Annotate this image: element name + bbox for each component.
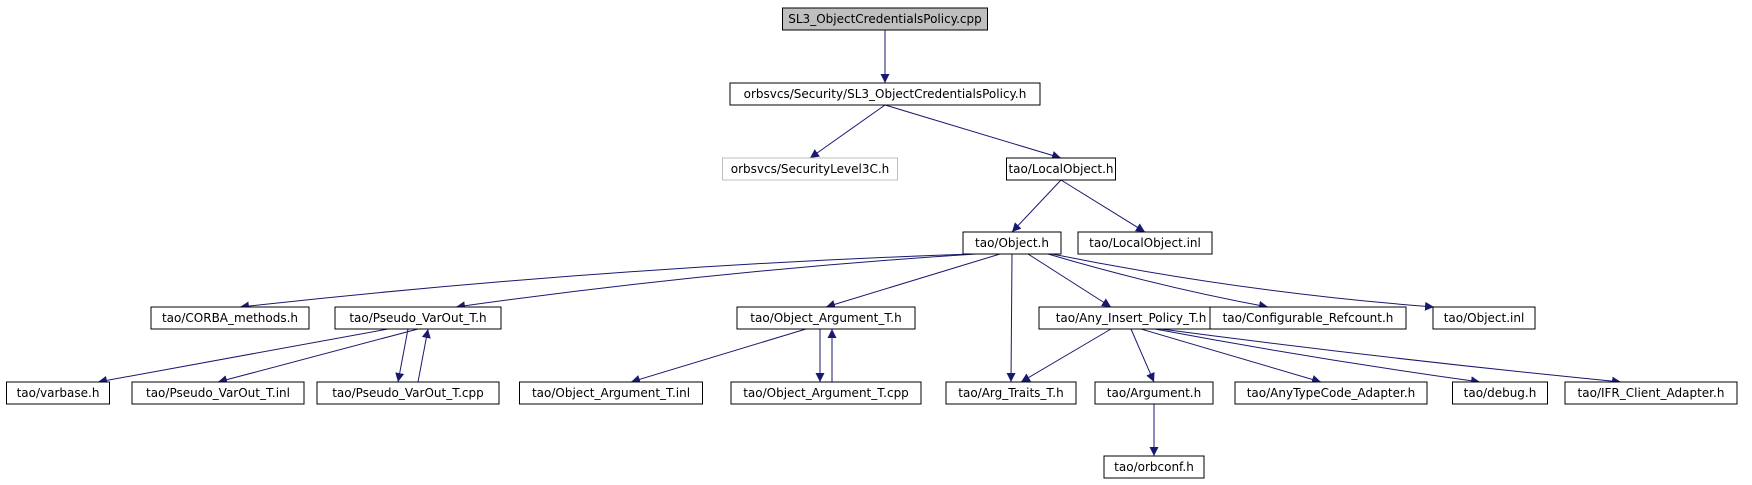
node-box xyxy=(1564,381,1738,405)
node-n20[interactable]: tao/debug.h xyxy=(1452,381,1548,405)
node-box xyxy=(736,306,916,330)
node-box xyxy=(1432,306,1536,330)
edge-n3-n4 xyxy=(1011,179,1062,233)
node-n18[interactable]: tao/Argument.h xyxy=(1094,381,1214,405)
nodes: SL3_ObjectCredentialsPolicy.cpp orbsvcs/S… xyxy=(6,7,1738,479)
node-n2[interactable]: orbsvcs/SecurityLevel3C.h xyxy=(722,157,898,181)
edge-n4-n6 xyxy=(239,253,973,311)
node-label: SL3_ObjectCredentialsPolicy.cpp xyxy=(788,12,982,26)
edge-n4-n8 xyxy=(825,253,1001,309)
node-box xyxy=(1209,306,1407,330)
node-box xyxy=(1452,381,1548,405)
node-box xyxy=(150,306,310,330)
node-n1[interactable]: orbsvcs/Security/SL3_ObjectCredentialsPo… xyxy=(729,82,1041,106)
node-box xyxy=(6,381,110,405)
node-label: tao/Pseudo_VarOut_T.h xyxy=(349,311,486,325)
node-box xyxy=(945,381,1077,405)
node-n0[interactable]: SL3_ObjectCredentialsPolicy.cpp xyxy=(782,7,988,31)
node-n21[interactable]: tao/IFR_Client_Adapter.h xyxy=(1564,381,1738,405)
node-box xyxy=(316,381,500,405)
edge-n4-n11 xyxy=(1051,253,1435,311)
node-n3[interactable]: tao/LocalObject.h xyxy=(1006,157,1116,181)
node-n4[interactable]: tao/Object.h xyxy=(962,231,1062,255)
node-label: tao/Any_Insert_Policy_T.h xyxy=(1056,311,1207,325)
node-box xyxy=(1234,381,1428,405)
node-label: tao/AnyTypeCode_Adapter.h xyxy=(1247,386,1416,400)
node-label: orbsvcs/SecurityLevel3C.h xyxy=(731,162,890,176)
node-label: tao/Configurable_Refcount.h xyxy=(1223,311,1394,325)
edge-n4-n7 xyxy=(455,253,977,311)
node-n17[interactable]: tao/Arg_Traits_T.h xyxy=(945,381,1077,405)
node-label: tao/Argument.h xyxy=(1107,386,1201,400)
node-n6[interactable]: tao/CORBA_methods.h xyxy=(150,306,310,330)
node-n9[interactable]: tao/Any_Insert_Policy_T.h xyxy=(1038,306,1224,330)
node-label: orbsvcs/Security/SL3_ObjectCredentialsPo… xyxy=(744,87,1027,101)
edge-n4-n17 xyxy=(1006,253,1016,383)
node-box xyxy=(519,381,703,405)
node-label: tao/orbconf.h xyxy=(1114,460,1194,474)
node-box xyxy=(782,7,988,31)
edge-n8-n15 xyxy=(630,328,807,384)
node-label: tao/Object.h xyxy=(975,236,1049,250)
edge-n1-n3 xyxy=(884,104,1062,160)
node-label: tao/LocalObject.h xyxy=(1008,162,1113,176)
node-label: tao/Object.inl xyxy=(1444,311,1525,325)
edge-n9-n17 xyxy=(1020,328,1112,383)
node-n5[interactable]: tao/LocalObject.inl xyxy=(1077,231,1213,255)
node-n10[interactable]: tao/Configurable_Refcount.h xyxy=(1209,306,1407,330)
node-box xyxy=(729,82,1041,106)
node-n8[interactable]: tao/Object_Argument_T.h xyxy=(736,306,916,330)
node-label: tao/IFR_Client_Adapter.h xyxy=(1578,386,1725,400)
node-box xyxy=(1006,157,1116,181)
node-label: tao/Pseudo_VarOut_T.cpp xyxy=(332,386,484,400)
node-box xyxy=(1103,455,1205,479)
node-box xyxy=(1077,231,1213,255)
edge-n9-n19 xyxy=(1140,328,1322,384)
edge-n9-n18 xyxy=(1130,328,1155,383)
edge-n4-n10 xyxy=(1047,253,1269,310)
node-label: tao/CORBA_methods.h xyxy=(162,311,298,325)
node-n19[interactable]: tao/AnyTypeCode_Adapter.h xyxy=(1234,381,1428,405)
node-label: tao/Arg_Traits_T.h xyxy=(958,386,1063,400)
node-label: tao/Pseudo_VarOut_T.inl xyxy=(146,386,290,400)
node-n14[interactable]: tao/Pseudo_VarOut_T.cpp xyxy=(316,381,500,405)
edge-n4-n9 xyxy=(1027,253,1112,308)
edge-n7-n13 xyxy=(217,328,419,385)
node-box xyxy=(962,231,1062,255)
node-n16[interactable]: tao/Object_Argument_T.cpp xyxy=(730,381,922,405)
node-label: tao/Object_Argument_T.h xyxy=(750,311,901,325)
edge-n1-n2 xyxy=(809,104,886,159)
node-box xyxy=(131,381,305,405)
edge-n9-n21 xyxy=(1160,328,1622,386)
node-label: tao/debug.h xyxy=(1464,386,1537,400)
node-n15[interactable]: tao/Object_Argument_T.inl xyxy=(519,381,703,405)
edge-n9-n20 xyxy=(1154,328,1481,386)
node-n7[interactable]: tao/Pseudo_VarOut_T.h xyxy=(334,306,502,330)
node-box xyxy=(722,157,898,181)
node-n13[interactable]: tao/Pseudo_VarOut_T.inl xyxy=(131,381,305,405)
edge-n7-n12 xyxy=(97,328,389,385)
edges xyxy=(97,29,1622,456)
node-box xyxy=(730,381,922,405)
node-box xyxy=(1094,381,1214,405)
edge-n3-n5 xyxy=(1060,179,1146,233)
edge-n14-n7 xyxy=(417,328,431,383)
node-label: tao/Object_Argument_T.inl xyxy=(532,386,690,400)
node-label: tao/varbase.h xyxy=(17,386,100,400)
edge-n7-n14 xyxy=(395,328,409,383)
node-n12[interactable]: tao/varbase.h xyxy=(6,381,110,405)
node-n22[interactable]: tao/orbconf.h xyxy=(1103,455,1205,479)
node-n11[interactable]: tao/Object.inl xyxy=(1432,306,1536,330)
node-box xyxy=(334,306,502,330)
node-label: tao/LocalObject.inl xyxy=(1089,236,1201,250)
node-label: tao/Object_Argument_T.cpp xyxy=(743,386,909,400)
